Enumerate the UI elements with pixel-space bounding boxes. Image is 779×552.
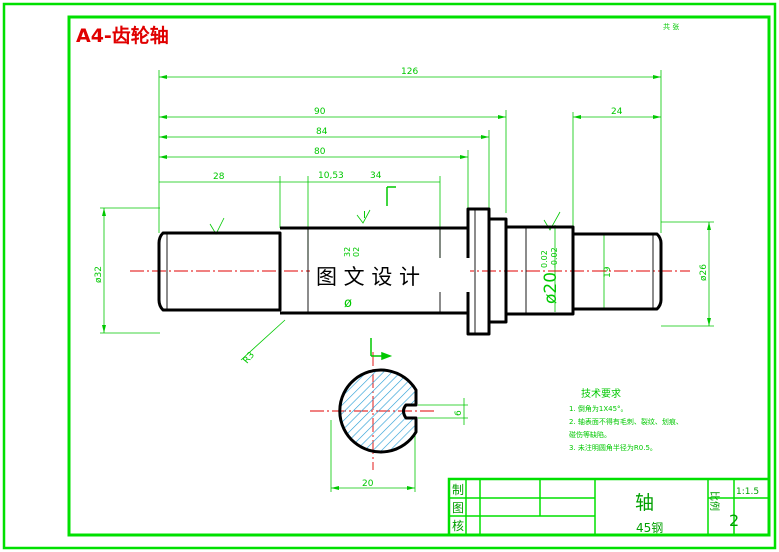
tech-line-1: 1. 倒角为1X45°。 [569,404,628,413]
dim-19: 19 [603,266,613,278]
inner-frame [67,15,771,537]
tech-line-4: 3. 未注明圆角半径为R0.5。 [569,443,657,452]
tech-requirements: 技术要求 1. 倒角为1X45°。 2. 轴表面不得有毛刺、裂纹、划痕、 碰伤等… [569,387,683,452]
tol-right-sup-top: 0.02 [540,250,549,268]
dim-length-28: 28 [213,172,225,182]
tech-heading: 技术要求 [581,387,621,400]
dim-length-90: 90 [314,107,326,117]
section-mark-label: I [363,210,366,221]
scale-value: 1:1.5 [736,487,759,497]
cross-section [338,368,418,454]
material: 45钢 [636,521,663,535]
dim-20: 20 [362,479,374,489]
scale-label: 比例 [708,491,721,511]
tol-left-bottom: 02 [352,247,361,257]
tol-right-sup-bottom: -0.02 [550,247,559,268]
dim-diameter-32: ø32 [94,266,104,283]
tol-right-diameter: ø20 [541,272,561,304]
dim-keyway-6: 6 [454,410,464,416]
section-marks [370,186,396,361]
title-block [447,477,771,537]
tech-line-2: 2. 轴表面不得有毛刺、裂纹、划痕、 [569,417,683,426]
overlay-text: 图 文 设 计 [316,265,420,289]
dimension-arrows [102,75,711,490]
title-row-1: 制 [452,483,464,497]
corner-note: 共 张 [663,22,679,31]
tech-line-3: 碰伤等缺陷。 [569,430,611,439]
overlay-banner [310,258,470,292]
title-row-3: 核 [452,519,464,533]
dim-length-80: 80 [314,147,326,157]
sheet-number: 2 [729,511,739,530]
dim-length-24: 24 [611,107,623,117]
dim-diameter-26: ø26 [699,264,709,281]
dim-overall-length: 126 [401,67,418,77]
dim-length-34: 34 [370,171,382,181]
part-name: 轴 [635,492,654,514]
dim-radius: R3 [242,350,257,366]
diameter-symbol: ø [344,296,352,311]
dimension-lines [100,70,714,492]
drawing-title: A4-齿轮轴 [76,24,169,47]
title-row-2: 图 [452,501,464,515]
tol-left-top: 32 [343,247,352,257]
dim-length-84: 84 [316,127,328,137]
dim-length-10-53: 10,53 [318,171,344,181]
